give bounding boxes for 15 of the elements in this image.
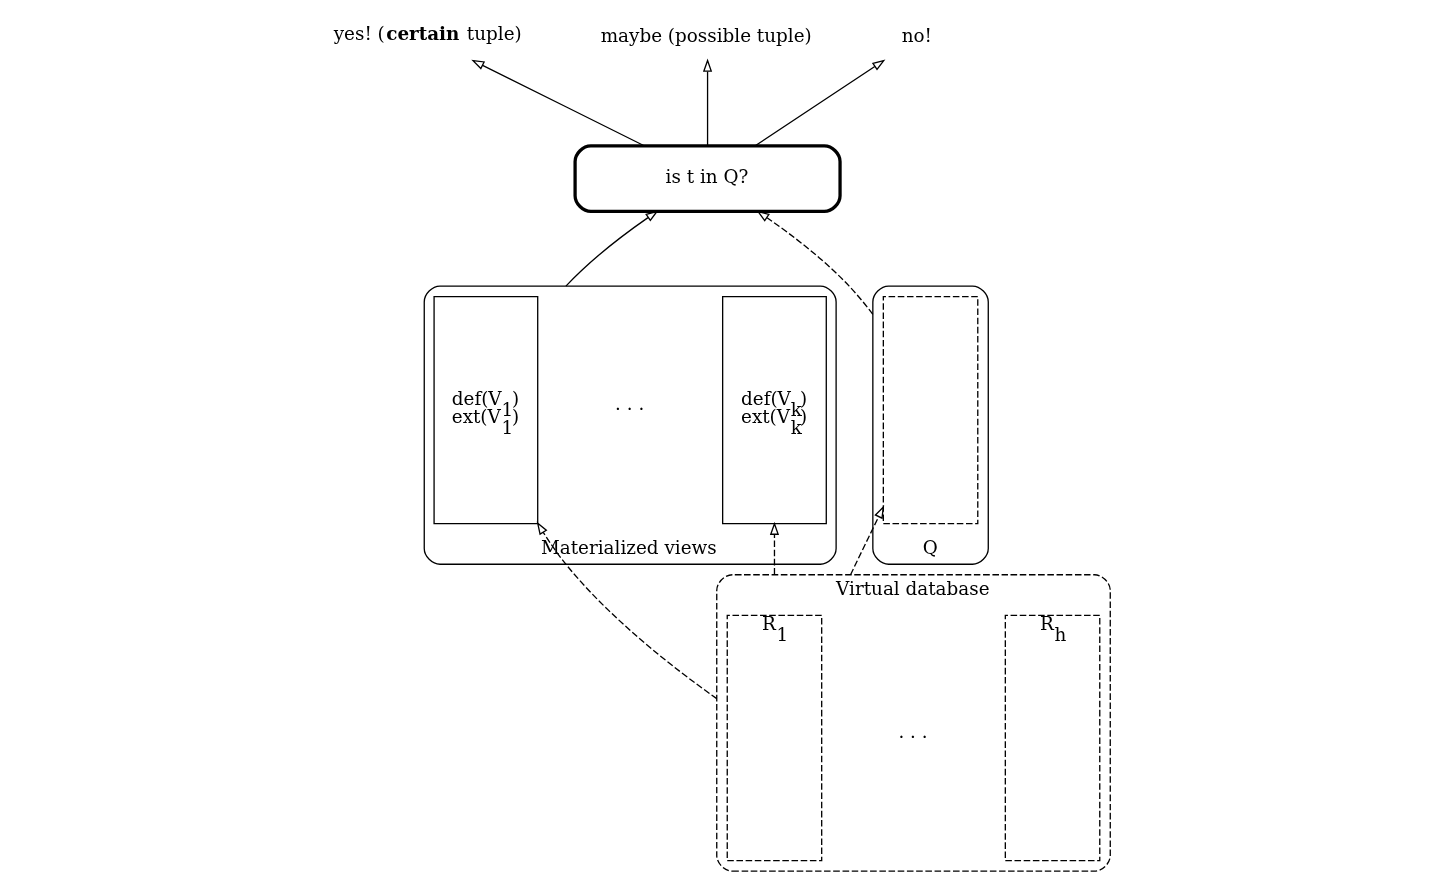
node-text: yes! (certain tuple) xyxy=(333,23,522,45)
node-box: is t in Q? xyxy=(572,144,842,214)
arrow xyxy=(470,59,645,147)
node-text: no! xyxy=(901,24,932,46)
label: · · · xyxy=(614,397,644,419)
arrow xyxy=(702,58,712,147)
arrow xyxy=(564,210,659,287)
arrow xyxy=(536,521,717,700)
arrow xyxy=(769,521,779,576)
arrow xyxy=(756,210,873,316)
node-text: maybe (possible tuple) xyxy=(600,24,812,46)
node-box xyxy=(882,296,978,525)
arrow xyxy=(754,59,885,147)
label: · · · xyxy=(897,725,928,747)
arrow xyxy=(849,505,884,576)
